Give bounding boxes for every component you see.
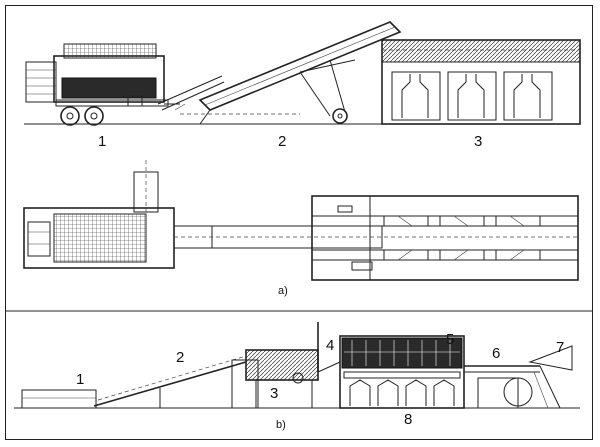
- panel-a-plan-view: a): [23, 160, 580, 297]
- label-b-7: 7: [556, 339, 564, 356]
- trailer-screen-machine: [25, 43, 180, 126]
- label-b-3: 3: [270, 385, 278, 402]
- processing-housing: [381, 39, 581, 125]
- label-b-1: 1: [76, 371, 84, 388]
- label-b-5: 5: [446, 331, 454, 348]
- label-a-2: 2: [278, 133, 286, 150]
- label-b-8: 8: [404, 411, 412, 428]
- caption-a: a): [278, 285, 288, 297]
- panel-b-line-view: 1 2 3 4 5 6 7 8 b): [14, 322, 580, 431]
- label-b-6: 6: [492, 345, 500, 362]
- label-b-2: 2: [176, 349, 184, 366]
- label-a-3: 3: [474, 133, 482, 150]
- inclined-belt-conveyor: [180, 21, 402, 125]
- caption-b: b): [276, 419, 286, 431]
- panel-a-side-view: 1 2 3: [24, 21, 581, 150]
- small-feed-conveyor: [157, 75, 225, 111]
- label-b-4: 4: [326, 337, 334, 354]
- label-a-1: 1: [98, 133, 106, 150]
